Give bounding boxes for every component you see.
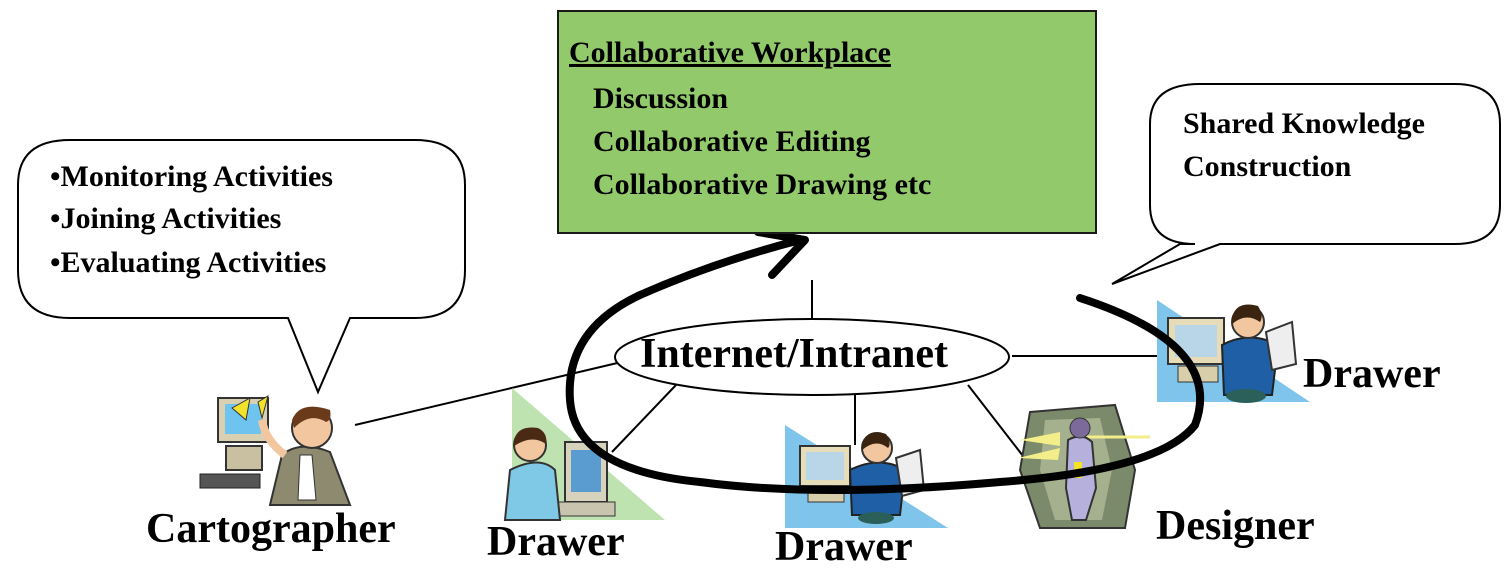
role-label-drawer-center: Drawer — [775, 524, 913, 570]
network-ellipse — [614, 318, 1010, 396]
left-bubble-item-monitoring: •Monitoring Activities — [50, 160, 333, 193]
network-label: Internet/Intranet — [640, 331, 948, 377]
right-bubble-line-2: Construction — [1183, 150, 1352, 183]
drawer-center-figure-icon — [785, 425, 948, 528]
role-label-drawer-right: Drawer — [1303, 351, 1441, 397]
left-speech-bubble — [17, 139, 466, 395]
workplace-title: Collaborative Workplace — [569, 36, 891, 69]
left-bubble-item-joining: •Joining Activities — [50, 202, 282, 235]
right-bubble-line-1: Shared Knowledge — [1183, 107, 1425, 140]
left-bubble-item-evaluating: •Evaluating Activities — [50, 246, 327, 279]
workplace-item-editing: Collaborative Editing — [593, 125, 871, 158]
role-label-drawer-left: Drawer — [487, 519, 625, 565]
connector-drawer-left — [611, 384, 677, 453]
cartographer-figure-icon — [199, 394, 352, 506]
workplace-item-drawing: Collaborative Drawing etc — [593, 168, 932, 201]
connector-designer — [967, 384, 1031, 466]
connector-cartographer — [354, 359, 631, 426]
drawer-left-figure-icon — [503, 388, 665, 521]
designer-figure-icon — [1018, 403, 1150, 529]
right-speech-bubble — [1111, 83, 1501, 285]
network-connectors — [354, 280, 1160, 466]
role-label-cartographer: Cartographer — [146, 506, 396, 552]
collaborative-workplace-box: Collaborative Workplace Discussion Colla… — [557, 10, 1097, 234]
cycle-arrow-icon — [565, 228, 1204, 494]
workplace-item-discussion: Discussion — [593, 82, 729, 115]
role-label-designer: Designer — [1156, 503, 1315, 549]
